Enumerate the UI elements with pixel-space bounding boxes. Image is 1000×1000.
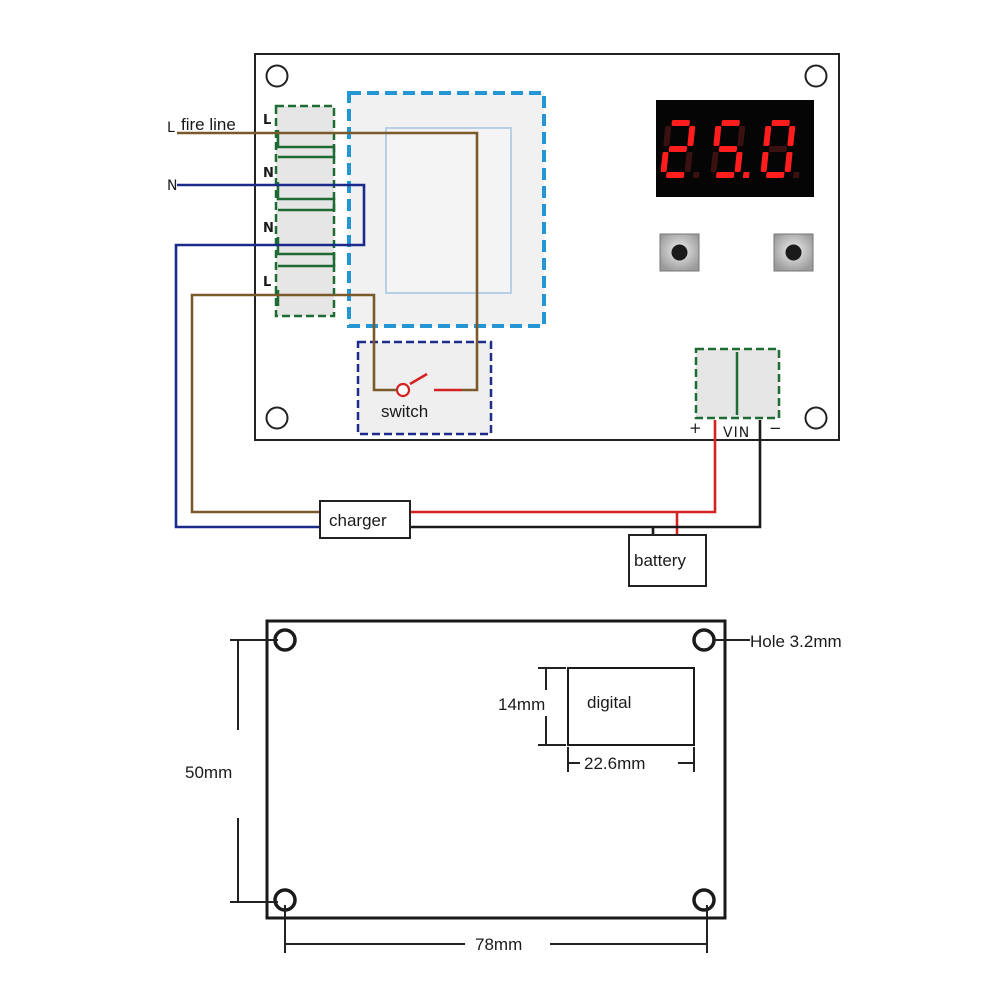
battery-box: battery <box>628 534 707 587</box>
display-digit <box>710 120 750 178</box>
fire-line-label: fire line <box>181 115 236 134</box>
relay-block <box>347 91 546 328</box>
vin-terminal: + VIN − <box>689 347 782 441</box>
display-segment <box>737 126 746 146</box>
display-decimal-point <box>692 172 700 178</box>
input-N-label: N <box>167 178 177 194</box>
digital-display <box>656 100 814 197</box>
digital-height-label: 14mm <box>498 695 545 714</box>
display-digit <box>660 120 700 178</box>
terminal-pin-label: N <box>263 166 274 181</box>
display-segment <box>766 172 785 178</box>
terminal-contact <box>276 237 336 268</box>
display-decimal-point <box>792 172 800 178</box>
relay-inner-outline <box>385 127 512 294</box>
board-width-label: 78mm <box>475 935 522 954</box>
digital-height-dimension: 14mm <box>498 667 566 746</box>
display-segment <box>787 126 796 146</box>
display-segment <box>666 172 685 178</box>
display-segment <box>718 146 738 152</box>
negative-dc-wire <box>410 420 762 529</box>
terminal-block <box>274 104 336 318</box>
positive-dc-wire <box>410 420 717 514</box>
display-segment <box>687 126 696 146</box>
input-L-label: L <box>167 120 175 136</box>
digital-window: digital <box>567 667 695 746</box>
display-segment <box>684 152 693 172</box>
live-wire-input <box>177 131 479 392</box>
display-segment <box>668 146 688 152</box>
charger-box: charger <box>319 500 411 539</box>
push-button-left[interactable] <box>659 233 700 272</box>
display-digits <box>660 120 800 178</box>
digital-width-dimension: 22.6mm <box>567 747 695 773</box>
display-segment <box>663 126 672 146</box>
display-segment <box>671 120 690 126</box>
switch-label: switch <box>381 402 428 421</box>
display-segment <box>716 172 735 178</box>
board-height-dimension: 50mm <box>185 639 278 903</box>
mounting-hole <box>804 64 828 88</box>
display-segment <box>763 126 772 146</box>
mounting-holes-bottom <box>273 628 716 912</box>
board-width-dimension: 78mm <box>284 905 708 954</box>
display-segment <box>768 146 788 152</box>
switch-lever <box>409 372 428 386</box>
display-segment <box>710 152 719 172</box>
terminal-contact <box>276 130 336 159</box>
mounting-hole <box>692 628 716 652</box>
push-button-right[interactable] <box>773 233 814 272</box>
display-digit <box>760 120 800 178</box>
mounting-hole <box>692 888 716 912</box>
mounting-hole <box>265 406 289 430</box>
board-height-label: 50mm <box>185 763 232 782</box>
battery-label: battery <box>634 551 686 570</box>
display-segment <box>784 152 793 172</box>
mounting-hole <box>265 64 289 88</box>
display-decimal-point <box>742 172 750 178</box>
terminal-pin-label: N <box>263 221 274 236</box>
digital-width-label: 22.6mm <box>584 754 645 773</box>
vin-plus-label: + <box>689 419 702 437</box>
terminal-pin-label: L <box>263 275 271 290</box>
switch-pivot <box>395 382 411 398</box>
display-segment <box>734 152 743 172</box>
terminal-contact <box>276 182 336 212</box>
terminal-pin-labels: L N N L <box>263 113 274 290</box>
vin-minus-label: − <box>769 419 782 437</box>
display-segment <box>660 152 669 172</box>
switch-block: switch <box>356 340 493 436</box>
terminal-pin-label: L <box>263 113 271 128</box>
display-segment <box>713 126 722 146</box>
switch-brown-lead <box>190 293 397 514</box>
display-segment <box>771 120 790 126</box>
wires <box>174 131 762 535</box>
display-segment <box>721 120 740 126</box>
neutral-wire-input <box>174 183 366 529</box>
display-segment <box>760 152 769 172</box>
dimension-board <box>265 619 727 920</box>
mounting-hole <box>804 406 828 430</box>
hole-size-label: Hole 3.2mm <box>750 632 842 651</box>
mounting-holes-top <box>265 64 828 430</box>
digital-label: digital <box>587 693 631 712</box>
vin-label: VIN <box>723 425 750 441</box>
charger-label: charger <box>329 511 387 530</box>
